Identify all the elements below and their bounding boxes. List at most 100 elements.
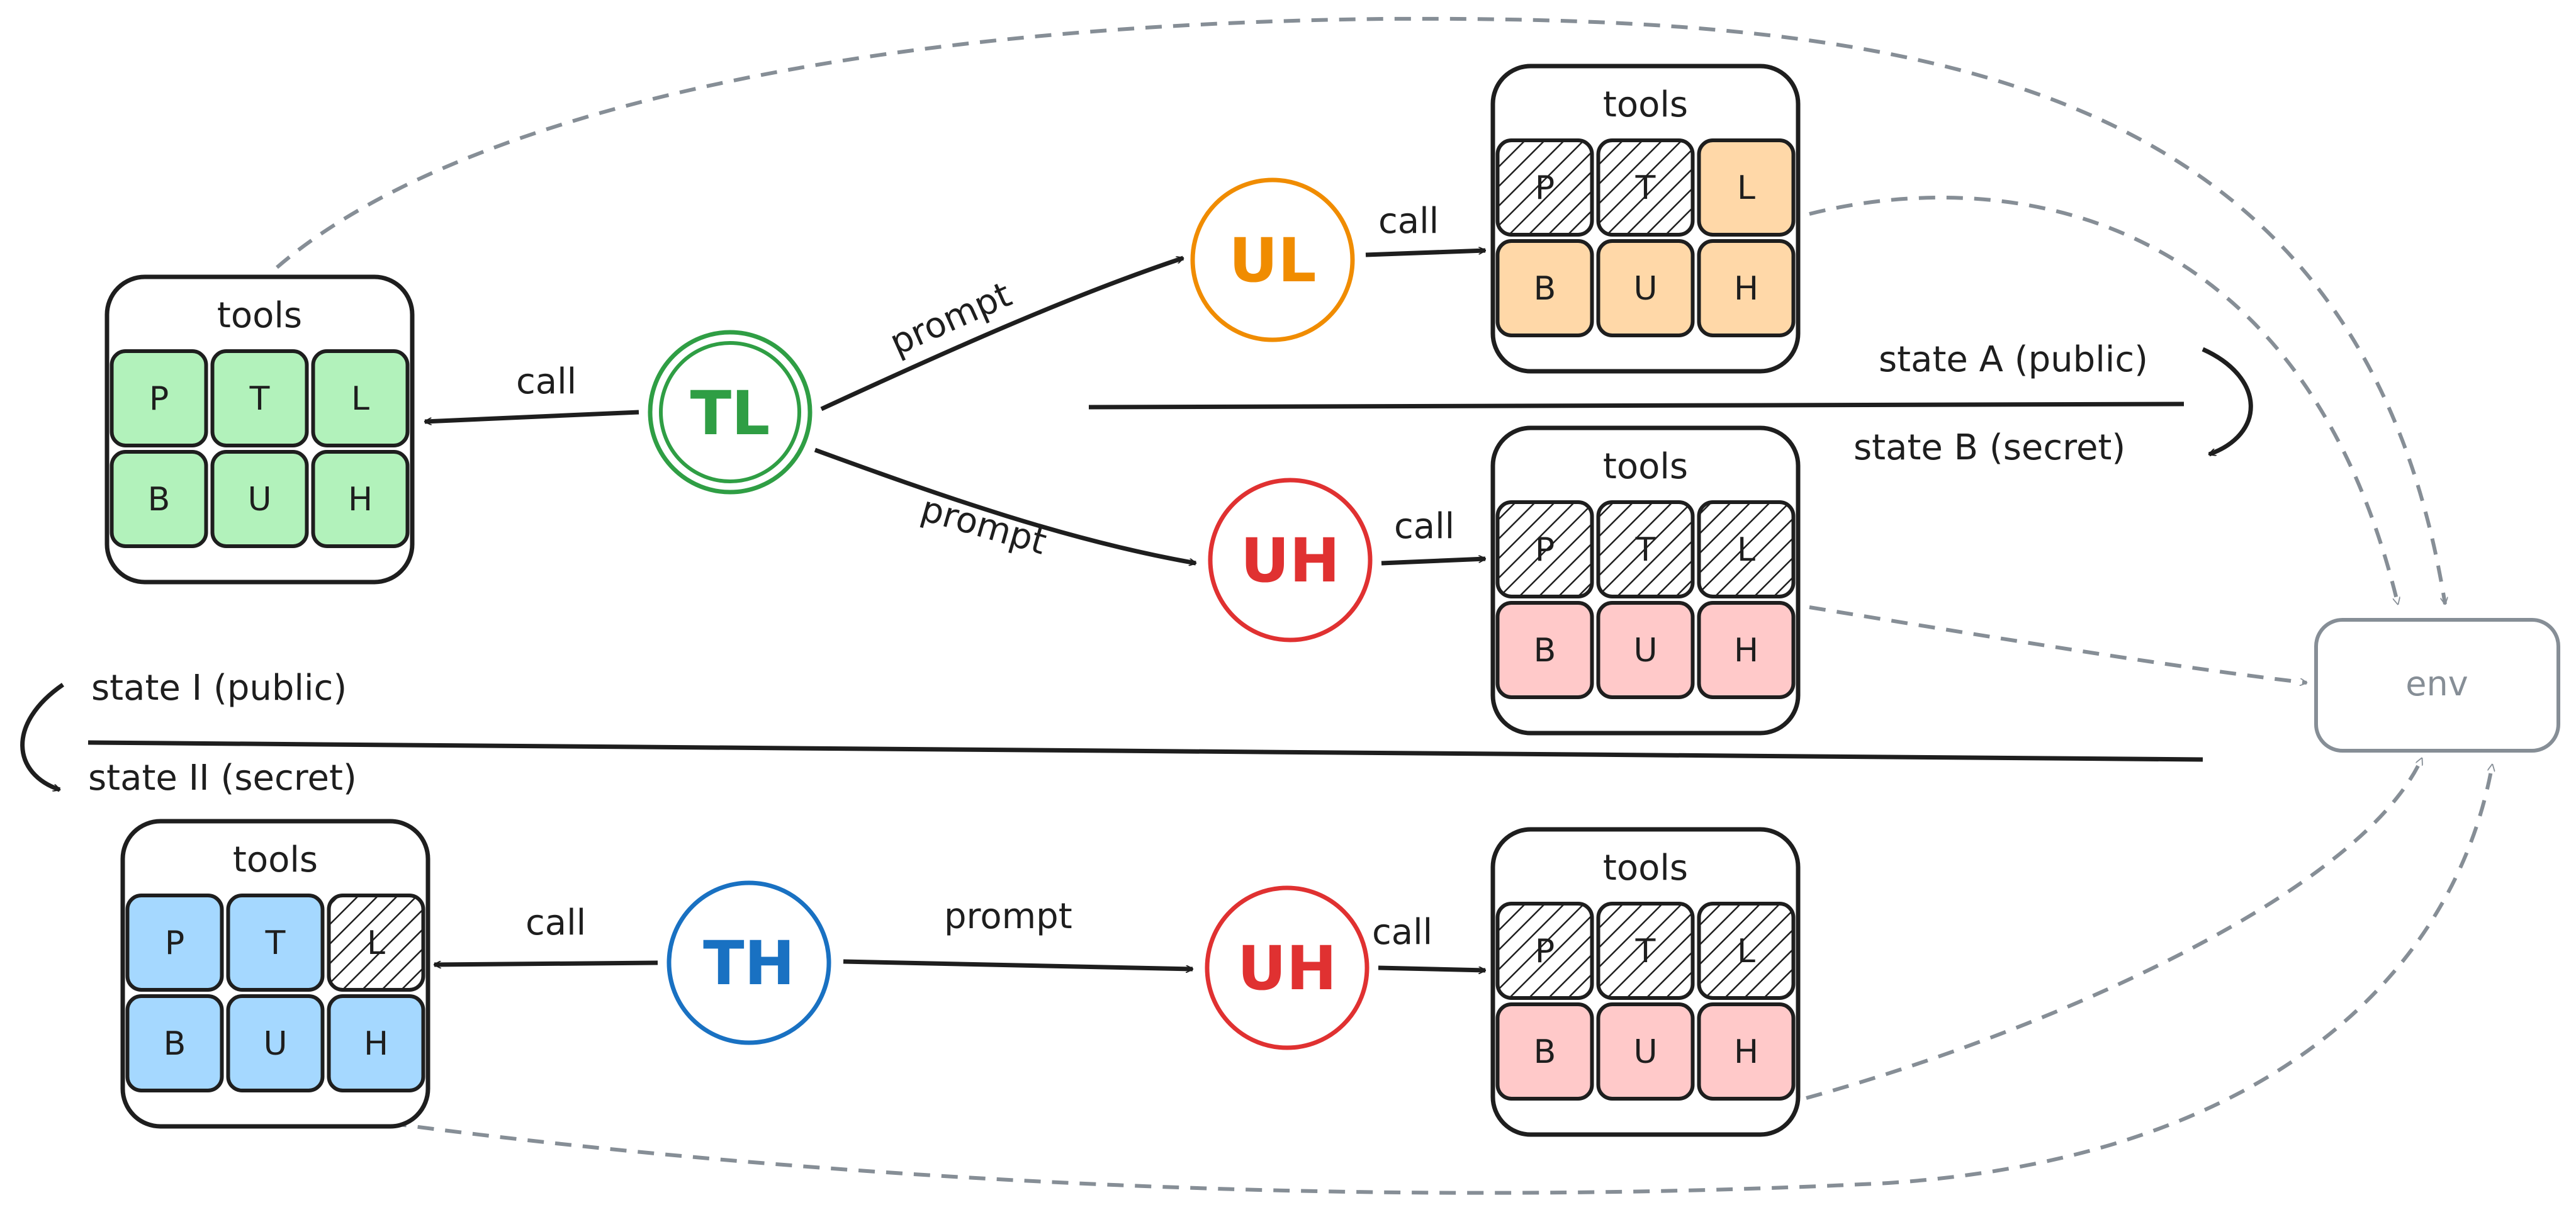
tool-cell-label-uh-top-U: U <box>1633 632 1657 670</box>
tool-cell-label-tl-B: B <box>148 481 171 519</box>
tool-cell-th-L <box>327 894 425 992</box>
state-i-label: state I (public) <box>91 668 347 709</box>
node-th-circle <box>666 880 831 1045</box>
label-prompt-th-uh: prompt <box>944 896 1072 937</box>
arrow-th-call <box>434 960 658 965</box>
tool-cell-tl-T <box>210 349 309 447</box>
tool-cell-label-ul-P: P <box>1535 169 1555 207</box>
toolbox-ul-title: tools <box>1603 84 1688 125</box>
tool-cell-tl-B <box>110 450 208 548</box>
node-tl-outer-ring <box>648 330 813 495</box>
tool-cell-th-T <box>226 894 325 992</box>
tool-cell-label-uh-bottom-L: L <box>1737 933 1755 970</box>
arrow-uh-top-call <box>1381 559 1485 566</box>
toolbox-th-title: tools <box>233 839 318 880</box>
flow-uh-top-tools-to-env <box>1809 605 2307 683</box>
node-uh-top-circle <box>1208 478 1373 642</box>
tool-cell-label-th-H: H <box>364 1025 388 1063</box>
tool-cell-uh-top-U <box>1596 601 1695 699</box>
node-ul: UL <box>1190 177 1355 342</box>
tool-cell-label-ul-B: B <box>1534 270 1556 308</box>
arrow-th-prompt-uh <box>843 959 1193 969</box>
tool-cell-uh-bottom-P <box>1495 902 1594 1000</box>
tool-cell-ul-B <box>1495 239 1594 337</box>
node-uh-bottom: UH <box>1205 885 1370 1050</box>
arrow-tl-prompt-uh <box>814 447 1196 563</box>
tool-cell-uh-top-H <box>1697 601 1796 699</box>
tool-cell-tl-P <box>110 349 208 447</box>
tool-cell-label-tl-H: H <box>348 481 373 519</box>
state-divider-ab <box>1088 401 2185 410</box>
state-ii-label: state II (secret) <box>88 758 357 799</box>
tool-cell-label-uh-bottom-B: B <box>1534 1033 1556 1071</box>
tool-cell-uh-top-L <box>1697 500 1796 598</box>
tool-cell-label-tl-P: P <box>149 380 169 418</box>
tool-cell-label-th-T: T <box>265 924 286 962</box>
toolbox-uh-top-title: tools <box>1603 446 1688 487</box>
flow-th-tools-to-env <box>390 765 2492 1195</box>
env-label: env <box>2405 664 2468 704</box>
arrow-uh-bottom-call <box>1378 965 1485 970</box>
state-divider-i-ii <box>87 740 2203 762</box>
state-b-label: state B (secret) <box>1853 427 2125 468</box>
tool-cell-label-th-P: P <box>165 924 184 962</box>
label-call-uh-top: call <box>1394 506 1454 547</box>
tool-cell-uh-bottom-U <box>1596 1002 1695 1101</box>
tool-cell-tl-H <box>311 450 410 548</box>
tool-cell-label-uh-top-P: P <box>1535 531 1555 569</box>
tool-cell-uh-top-B <box>1495 601 1594 699</box>
arrow-tl-prompt-ul <box>820 255 1183 412</box>
tool-cell-ul-U <box>1596 239 1695 337</box>
state-a-label: state A (public) <box>1879 339 2148 380</box>
flow-tl-tools-to-env <box>276 16 2445 604</box>
label-prompt-tl-uh: prompt <box>916 488 1051 563</box>
tool-cell-uh-top-T <box>1596 500 1695 598</box>
tool-cell-label-uh-top-T: T <box>1635 531 1656 569</box>
tool-cell-label-tl-L: L <box>351 380 369 418</box>
flow-ul-tools-to-env <box>1809 196 2398 604</box>
tool-cell-uh-bottom-H <box>1697 1002 1796 1101</box>
tool-cell-label-uh-top-B: B <box>1534 632 1556 670</box>
env-box <box>2314 618 2560 753</box>
tool-cell-th-U <box>226 994 325 1092</box>
env-flows <box>276 16 2492 1195</box>
tool-cell-th-H <box>327 994 425 1092</box>
tool-cell-uh-bottom-L <box>1697 902 1796 1000</box>
tool-cell-tl-L <box>311 349 410 447</box>
arrow-state-i-to-ii <box>20 683 64 792</box>
node-uh-bottom-label: UH <box>1237 933 1337 1004</box>
tool-cell-label-tl-U: U <box>247 481 271 519</box>
node-ul-circle <box>1190 177 1355 342</box>
call-prompt-arrows <box>20 250 2253 970</box>
tool-cell-label-uh-top-L: L <box>1737 531 1755 569</box>
tool-cell-label-tl-T: T <box>249 380 270 418</box>
tool-cell-label-ul-H: H <box>1734 270 1758 308</box>
node-env: env <box>2314 618 2560 753</box>
node-ul-label: UL <box>1229 225 1316 296</box>
tool-cell-uh-bottom-T <box>1596 902 1695 1000</box>
label-call-ul: call <box>1378 201 1439 242</box>
tool-cell-label-uh-bottom-U: U <box>1633 1033 1657 1071</box>
node-tl: TL <box>648 330 813 495</box>
tool-cell-th-P <box>125 894 224 992</box>
tool-cell-ul-P <box>1495 138 1594 237</box>
tool-cell-uh-top-P <box>1495 500 1594 598</box>
arrow-ul-call <box>1365 250 1485 257</box>
node-tl-label: TL <box>690 378 770 449</box>
node-th-label: TH <box>703 928 795 999</box>
label-call-uh-bottom: call <box>1372 912 1432 953</box>
node-uh-bottom-circle <box>1205 885 1370 1050</box>
tool-cell-label-uh-bottom-T: T <box>1635 933 1656 970</box>
tool-cell-ul-T <box>1596 138 1695 237</box>
tool-cell-label-th-U: U <box>263 1025 287 1063</box>
tool-cell-label-uh-bottom-P: P <box>1535 933 1555 970</box>
label-call-tl: call <box>516 361 577 402</box>
arrow-tl-call <box>425 410 639 422</box>
tool-cell-label-ul-T: T <box>1635 169 1656 207</box>
